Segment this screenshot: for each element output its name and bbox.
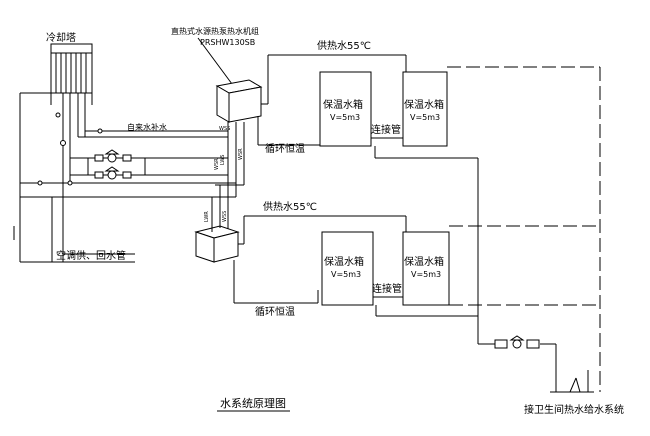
storage-tank-top-left: 保温水箱 V=5m3 [319, 71, 372, 147]
heat-pump-model: PRSHW130SB [200, 38, 255, 47]
circulation-bottom-label: 循环恒温 [255, 305, 295, 318]
tag-wss: WSS [219, 126, 230, 132]
bottom-unit-piping [211, 185, 407, 304]
connector-bottom-label: 连接管 [372, 282, 402, 295]
tank-volume: V=5m3 [330, 113, 360, 122]
tank-volume: V=5m3 [410, 113, 440, 122]
pump-icon [107, 153, 117, 163]
connector-top-label: 连接管 [371, 123, 401, 136]
left-piping [13, 92, 236, 263]
cooling-tower: 冷却塔 [46, 31, 93, 105]
heat-pump-unit-top: 直热式水源热泵热水机组 PRSHW130SB WSS [171, 26, 263, 132]
tank-label: 保温水箱 [404, 255, 444, 268]
valve-icon [122, 154, 132, 162]
top-unit-piping [215, 54, 407, 200]
outlet-piping [478, 335, 594, 393]
valve-icon [60, 140, 66, 146]
valve-icon [97, 128, 103, 134]
valve-icon [37, 180, 43, 186]
heat-pump-title: 直热式水源热泵热水机组 [171, 26, 259, 36]
tank-volume: V=5m3 [331, 270, 361, 279]
valve-icon [122, 171, 132, 179]
pump-group-left [37, 112, 132, 186]
tag-wsr: WSR [214, 158, 220, 170]
tank-label: 保温水箱 [404, 98, 444, 111]
tag-wss: WSS [222, 211, 228, 222]
pump-icon [509, 335, 525, 341]
heat-pump-unit-bottom [194, 225, 240, 263]
pump-icon [104, 166, 120, 172]
dashed-return-lines [447, 66, 601, 392]
tag-lws: LWS [220, 155, 226, 165]
hot-water-destination-label: 接卫生间热水给水系统 [524, 403, 624, 416]
valve-icon [55, 112, 61, 118]
storage-tank-bottom-left: 保温水箱 V=5m3 [321, 231, 374, 306]
tag-lwr: LWR [204, 211, 210, 222]
cooling-tower-fill [55, 53, 87, 93]
valve-icon [67, 180, 73, 186]
hot-water-supply-bottom-label: 供热水55℃ [263, 200, 317, 213]
cooling-tower-fan [50, 43, 93, 54]
cooling-tower-label: 冷却塔 [46, 31, 76, 44]
valve-icon [94, 154, 104, 162]
tank-label: 保温水箱 [324, 255, 364, 268]
storage-tank-top-right: 保温水箱 V=5m3 [402, 71, 448, 147]
pump-icon [512, 339, 522, 349]
valve-icon [526, 339, 540, 349]
schematic-title: 水系统原理图 [220, 397, 286, 410]
municipal-water-label: 自来水补水 [127, 122, 167, 132]
tank-volume: V=5m3 [411, 270, 441, 279]
valve-icon [494, 339, 508, 349]
pump-icon [104, 149, 120, 155]
circulation-top-label: 循环恒温 [265, 142, 305, 155]
ac-pipe-label: 空调供、回水管 [56, 249, 126, 262]
hot-water-supply-top-label: 供热水55℃ [317, 39, 371, 52]
valve-icon [94, 171, 104, 179]
tag-wsr: WSR [238, 148, 244, 160]
tank-label: 保温水箱 [323, 98, 363, 111]
storage-tank-bottom-right: 保温水箱 V=5m3 [402, 231, 450, 306]
pump-icon [107, 170, 117, 180]
